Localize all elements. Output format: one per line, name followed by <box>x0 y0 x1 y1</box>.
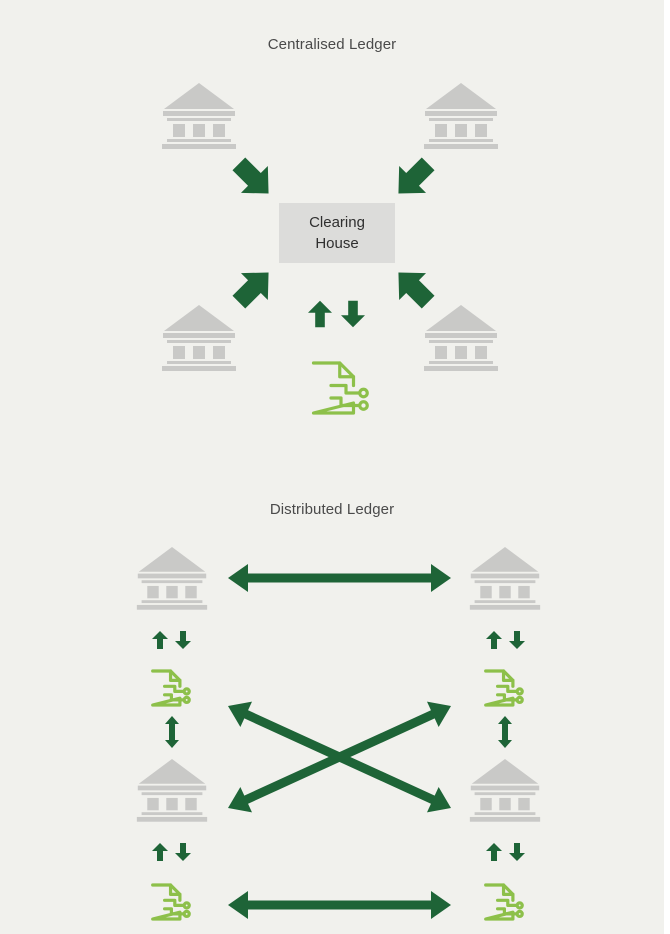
double-arrow-bottom-head-end <box>431 891 451 919</box>
double-arrow-top-head-end <box>431 564 451 592</box>
ledger-document-icon <box>484 883 524 921</box>
ledger-document-icon <box>484 669 524 707</box>
distributed-ledger-title: Distributed Ledger <box>269 501 395 518</box>
bank-icon <box>424 305 498 371</box>
clearing-house-label: Clearing House <box>309 214 365 252</box>
bank-icon <box>469 547 541 610</box>
double-arrow-cross-a-head-end <box>426 786 451 813</box>
arrow-icon <box>385 259 442 316</box>
arrow-icon <box>225 150 282 207</box>
double-arrow-vertical-icon <box>165 716 179 748</box>
ledger-document-icon <box>311 361 369 415</box>
arrow-down-icon <box>509 843 525 861</box>
bank-icon <box>162 305 236 371</box>
centralised-ledger-title: Centralised Ledger <box>267 36 397 53</box>
arrow-icon <box>225 259 282 316</box>
arrow-up-icon <box>308 300 332 328</box>
arrow-icon <box>385 150 442 207</box>
bank-icon <box>136 547 208 610</box>
arrow-up-icon <box>152 631 168 649</box>
double-arrow-vertical-icon <box>498 716 512 748</box>
arrow-up-icon <box>486 843 502 861</box>
arrow-down-icon <box>175 631 191 649</box>
arrow-down-icon <box>175 843 191 861</box>
double-arrow-cross-b-head-end <box>426 701 451 728</box>
double-arrow-bottom-head-start <box>228 891 248 919</box>
arrow-up-icon <box>152 843 168 861</box>
ledger-document-icon <box>151 883 191 921</box>
double-arrow-cross-b-shaft <box>238 707 441 807</box>
bank-icon <box>424 83 498 149</box>
bank-icon <box>136 759 208 822</box>
double-arrow-cross-b-head-start <box>228 786 253 813</box>
arrow-up-icon <box>486 631 502 649</box>
bank-icon <box>162 83 236 149</box>
arrow-down-icon <box>341 300 365 328</box>
arrow-down-icon <box>509 631 525 649</box>
ledger-document-icon <box>151 669 191 707</box>
clearing-house-box: Clearing House <box>279 203 395 263</box>
double-arrow-cross-a-head-start <box>228 701 253 728</box>
double-arrow-top-head-start <box>228 564 248 592</box>
bank-icon <box>469 759 541 822</box>
